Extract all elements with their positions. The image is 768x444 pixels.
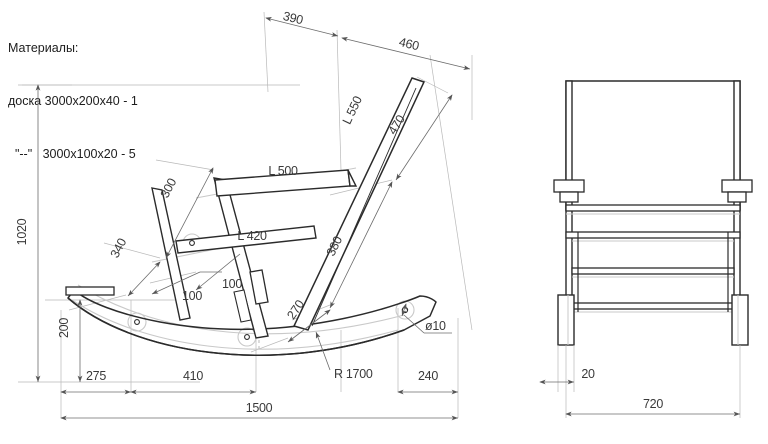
rocker-runner — [67, 289, 437, 356]
dim-L550: L 550 — [340, 94, 365, 127]
dim-d10: ø10 — [425, 319, 446, 333]
front-inner-frames — [577, 232, 729, 312]
lower-brace — [249, 269, 269, 305]
dim-410: 410 — [183, 369, 203, 383]
dim-240: 240 — [418, 369, 438, 383]
side-dimension-lines — [35, 17, 471, 421]
front-rocker-inner — [567, 295, 739, 345]
dim-R1700: R 1700 — [334, 367, 373, 381]
front-view-group: 20 720 — [539, 80, 753, 418]
dim-1020: 1020 — [15, 218, 29, 245]
tenon-block — [233, 289, 252, 323]
front-backrest — [565, 80, 741, 211]
front-dimension-texts: 20 720 — [581, 367, 663, 411]
dim-390: 390 — [282, 9, 305, 27]
dim-340: 340 — [108, 236, 130, 260]
side-construction-lines — [18, 11, 473, 418]
backrest-post — [292, 77, 426, 331]
materials-line-2: "--" 3000x100x20 - 5 — [8, 147, 136, 161]
rocker-left-cap — [65, 286, 115, 296]
front-armrest-blocks — [553, 179, 753, 203]
front-rails — [565, 204, 741, 310]
materials-title: Материалы: — [8, 40, 79, 55]
dim-100-a: 100 — [222, 277, 242, 291]
dim-L500: L 500 — [268, 164, 298, 178]
dim-200: 200 — [57, 318, 71, 338]
front-rail-shadows — [566, 213, 740, 313]
side-view-group: 390 460 L 550 470 L 500 L 420 1020 200 3… — [15, 9, 473, 421]
front-dimension-lines — [539, 379, 740, 417]
dim-100-b: 100 — [182, 289, 202, 303]
dim-275: 275 — [86, 369, 106, 383]
dim-20: 20 — [581, 367, 595, 381]
dim-460: 460 — [398, 35, 421, 53]
dim-720: 720 — [643, 397, 663, 411]
dim-L420: L 420 — [237, 229, 267, 243]
materials-note: Материалы: доска 3000x200x40 - 1 "--" 30… — [8, 4, 138, 199]
materials-line-1: доска 3000x200x40 - 1 — [8, 93, 138, 108]
dim-1500: 1500 — [246, 401, 273, 415]
